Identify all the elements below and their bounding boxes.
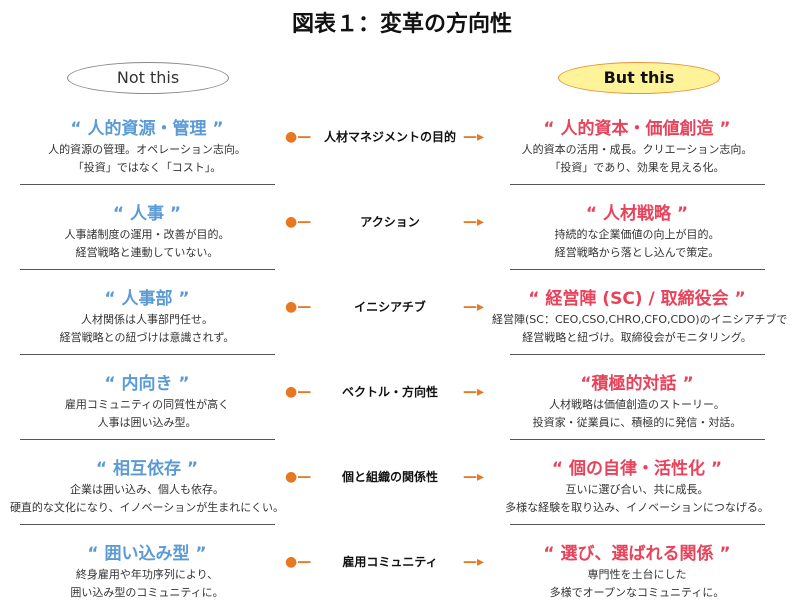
arrow-left-icon: ●— bbox=[285, 468, 312, 485]
arrow-left-icon: ●— bbox=[285, 383, 312, 400]
old-state-desc: 雇用コミュニティの同質性が高く bbox=[64, 398, 230, 411]
comparison-row: “ 相互依存 ” 企業は囲い込み、個人も依存。 硬直的な文化になり、イノベーショ… bbox=[0, 446, 804, 531]
new-state: “ 選び、選ばれる関係 ” 専門性を土台にした 多様でオープンなコミュニティに。 bbox=[492, 531, 782, 600]
comparison-row: “ 囲い込み型 ” 終身雇用や年功序列により、 囲い込み型のコミュニティに。 ●… bbox=[0, 531, 804, 616]
row-divider bbox=[510, 439, 765, 440]
aspect: ●— 雇用コミュニティ —▸ bbox=[285, 553, 495, 570]
new-state-title: “ 人材戦略 ” bbox=[585, 204, 689, 224]
old-state-desc: 終身雇用や年功序列により、 bbox=[75, 568, 219, 581]
row-divider bbox=[510, 524, 765, 525]
new-state-desc: 経営戦略と紐づけ。取締役会がモニタリング。 bbox=[522, 331, 752, 344]
old-state-desc: 人事諸制度の運用・改善が目的。 bbox=[64, 228, 230, 241]
old-state-desc: 経営戦略との紐づけは意識されず。 bbox=[59, 331, 235, 344]
new-state-desc: 多様な経験を取り込み、イノベーションにつなげる。 bbox=[505, 501, 769, 514]
new-state-title: “ 経営陣 (SC) / 取締役会 ” bbox=[528, 289, 746, 309]
old-state-desc: 人材関係は人事部門任せ。 bbox=[81, 313, 213, 326]
old-state-desc: 人的資源の管理。オペレーション志向。 bbox=[48, 143, 246, 156]
old-state-desc: 硬直的な文化になり、イノベーションが生まれにくい。 bbox=[9, 501, 285, 514]
arrow-left-icon: ●— bbox=[285, 553, 312, 570]
new-state-desc: 経営戦略から落とし込んで策定。 bbox=[554, 246, 720, 259]
old-state-desc: 経営戦略と連動していない。 bbox=[75, 246, 219, 259]
old-state-desc: 囲い込み型のコミュニティに。 bbox=[70, 586, 224, 599]
aspect: ●— アクション —▸ bbox=[285, 213, 495, 230]
arrow-right-icon: —▸ bbox=[462, 383, 485, 400]
comparison-row: “ 人事部 ” 人材関係は人事部門任せ。 経営戦略との紐づけは意識されず。 ●—… bbox=[0, 276, 804, 361]
comparison-row: “ 人事 ” 人事諸制度の運用・改善が目的。 経営戦略と連動していない。 ●— … bbox=[0, 191, 804, 276]
aspect-label: ベクトル・方向性 bbox=[341, 385, 438, 399]
aspect: ●— イニシアチブ —▸ bbox=[285, 298, 495, 315]
old-state-title: “ 人事部 ” bbox=[104, 289, 190, 309]
arrow-right-icon: —▸ bbox=[463, 553, 485, 570]
arrow-right-icon: —▸ bbox=[462, 128, 485, 145]
arrow-left-icon: ●— bbox=[285, 298, 312, 315]
not-this-label: Not this bbox=[67, 62, 229, 94]
new-state-title: “積極的対話 ” bbox=[580, 374, 694, 394]
new-state-desc: 専門性を土台にした bbox=[587, 568, 687, 581]
row-divider bbox=[20, 439, 275, 440]
old-state: “ 内向き ” 雇用コミュニティの同質性が高く 人事は囲い込み型。 bbox=[2, 361, 292, 430]
old-state-desc: 企業は囲い込み、個人も依存。 bbox=[70, 483, 224, 496]
row-divider bbox=[20, 354, 275, 355]
arrow-left-icon: ●— bbox=[285, 213, 312, 230]
row-divider bbox=[510, 269, 765, 270]
new-state: “ 人的資本・価値創造 ” 人的資本の活用・成長。クリエーション志向。 「投資」… bbox=[492, 106, 782, 175]
new-state-desc: 多様でオープンなコミュニティに。 bbox=[549, 586, 725, 599]
arrow-right-icon: —▸ bbox=[462, 468, 485, 485]
aspect: ●— 人材マネジメントの目的 —▸ bbox=[285, 128, 495, 145]
old-state-title: “ 内向き ” bbox=[104, 374, 190, 394]
new-state-desc: 投資家・従業員に、積極的に発信・対話。 bbox=[532, 416, 742, 429]
old-state-title: “ 相互依存 ” bbox=[95, 459, 199, 479]
old-state-title: “ 人事 ” bbox=[112, 204, 182, 224]
aspect-label: 人材マネジメントの目的 bbox=[323, 130, 456, 144]
new-state-desc: 持続的な企業価値の向上が目的。 bbox=[554, 228, 720, 241]
new-state: “ 経営陣 (SC) / 取締役会 ” 経営陣(SC：CEO,CSO,CHRO,… bbox=[492, 276, 788, 345]
old-state: “ 人事部 ” 人材関係は人事部門任せ。 経営戦略との紐づけは意識されず。 bbox=[2, 276, 292, 345]
new-state-title: “ 選び、選ばれる関係 ” bbox=[543, 544, 731, 564]
figure-title: 図表１：変革の方向性 bbox=[291, 12, 512, 37]
old-state: “ 相互依存 ” 企業は囲い込み、個人も依存。 硬直的な文化になり、イノベーショ… bbox=[2, 446, 292, 515]
arrow-right-icon: —▸ bbox=[463, 213, 485, 230]
row-divider bbox=[20, 184, 275, 185]
new-state-desc: 「投資」であり、効果を見える化。 bbox=[549, 161, 725, 174]
row-divider bbox=[20, 524, 275, 525]
but-this-label: But this bbox=[558, 62, 720, 94]
new-state-desc: 人材戦略は価値創造のストーリー。 bbox=[549, 398, 725, 411]
old-state-desc: 人事は囲い込み型。 bbox=[97, 416, 197, 429]
aspect-label: 個と組織の関係性 bbox=[341, 470, 438, 484]
old-state: “ 人的資源・管理 ” 人的資源の管理。オペレーション志向。 「投資」ではなく「… bbox=[2, 106, 292, 175]
arrow-right-icon: —▸ bbox=[462, 298, 485, 315]
new-state-desc: 経営陣(SC：CEO,CSO,CHRO,CFO,CDO)のイニシアチブで bbox=[492, 313, 788, 326]
old-state-desc: 「投資」ではなく「コスト」。 bbox=[72, 161, 222, 174]
comparison-row: “ 人的資源・管理 ” 人的資源の管理。オペレーション志向。 「投資」ではなく「… bbox=[0, 106, 804, 191]
old-state-title: “ 囲い込み型 ” bbox=[87, 544, 207, 564]
new-state: “ 個の自律・活性化 ” 互いに選び合い、共に成長。 多様な経験を取り込み、イノ… bbox=[492, 446, 782, 515]
row-divider bbox=[510, 184, 765, 185]
row-divider bbox=[510, 354, 765, 355]
aspect: ●— ベクトル・方向性 —▸ bbox=[285, 383, 495, 400]
aspect-label: アクション bbox=[360, 215, 420, 229]
new-state-title: “ 人的資本・価値創造 ” bbox=[543, 119, 731, 139]
comparison-row: “ 内向き ” 雇用コミュニティの同質性が高く 人事は囲い込み型。 ●— ベクト… bbox=[0, 361, 804, 446]
new-state-title: “ 個の自律・活性化 ” bbox=[551, 459, 723, 479]
new-state: “積極的対話 ” 人材戦略は価値創造のストーリー。 投資家・従業員に、積極的に発… bbox=[492, 361, 782, 430]
aspect-label: イニシアチブ bbox=[354, 300, 426, 314]
arrow-left-icon: ●— bbox=[285, 128, 312, 145]
new-state: “ 人材戦略 ” 持続的な企業価値の向上が目的。 経営戦略から落とし込んで策定。 bbox=[492, 191, 782, 260]
row-divider bbox=[20, 269, 275, 270]
old-state: “ 人事 ” 人事諸制度の運用・改善が目的。 経営戦略と連動していない。 bbox=[2, 191, 292, 260]
aspect-label: 雇用コミュニティ bbox=[342, 555, 438, 569]
new-state-desc: 互いに選び合い、共に成長。 bbox=[565, 483, 709, 496]
old-state: “ 囲い込み型 ” 終身雇用や年功序列により、 囲い込み型のコミュニティに。 bbox=[2, 531, 292, 600]
new-state-desc: 人的資本の活用・成長。クリエーション志向。 bbox=[521, 143, 753, 156]
old-state-title: “ 人的資源・管理 ” bbox=[70, 119, 224, 139]
aspect: ●— 個と組織の関係性 —▸ bbox=[285, 468, 495, 485]
